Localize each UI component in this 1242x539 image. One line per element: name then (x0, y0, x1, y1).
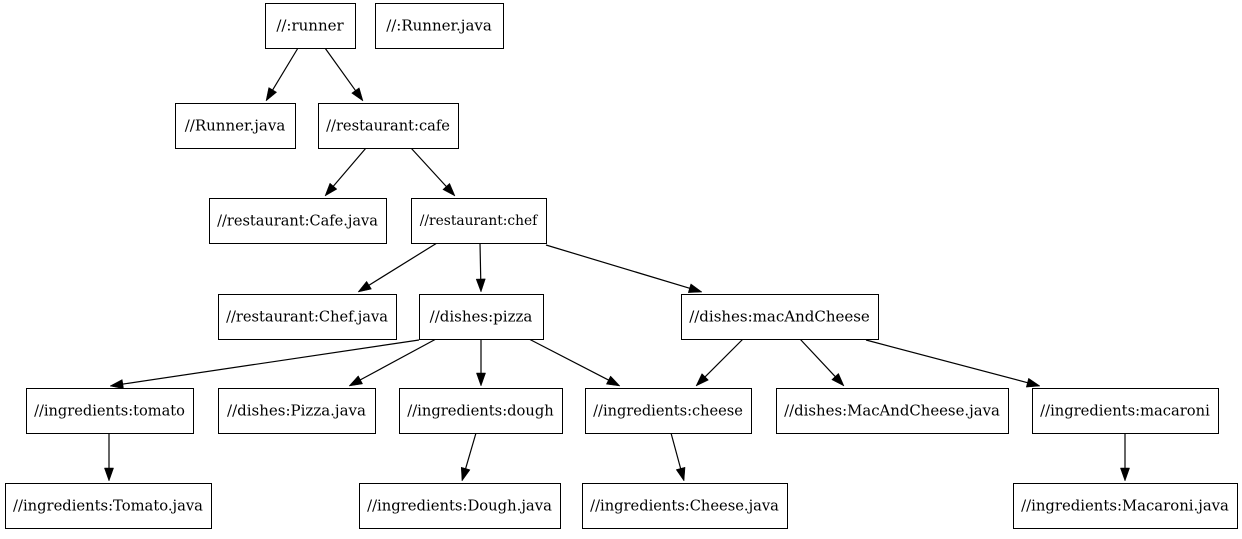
node-label: //restaurant:Cafe.java (217, 214, 378, 230)
graph-node[interactable]: //dishes:Pizza.java (218, 388, 376, 434)
node-label: //dishes:Pizza.java (227, 402, 366, 420)
graph-node[interactable]: //ingredients:macaroni (1032, 388, 1219, 434)
graph-edge (545, 244, 703, 293)
graph-node[interactable]: //ingredients:cheese (585, 388, 752, 434)
graph-edge (357, 242, 438, 293)
graph-node[interactable]: //restaurant:Cafe.java (209, 198, 387, 244)
graph-edge (695, 338, 744, 387)
node-label: //dishes:MacAndCheese.java (784, 402, 1000, 420)
graph-node[interactable]: //restaurant:Chef.java (218, 294, 397, 340)
graph-edge (475, 242, 486, 293)
graph-edge (799, 338, 845, 387)
node-label: //ingredients:dough (407, 403, 554, 420)
node-label: //ingredients:Macaroni.java (1021, 497, 1229, 515)
graph-node[interactable]: //dishes:MacAndCheese.java (776, 388, 1009, 434)
graph-edge (410, 147, 456, 197)
graph-node[interactable]: //ingredients:tomato (26, 388, 194, 434)
graph-node[interactable]: //ingredients:Cheese.java (582, 483, 788, 529)
graph-node[interactable]: //restaurant:chef (411, 198, 547, 244)
graph-edge (265, 47, 299, 102)
graph-edge (348, 338, 437, 387)
graph-edge (528, 338, 621, 387)
graph-edge (324, 47, 364, 102)
edges-layer (104, 47, 1130, 482)
graph-node[interactable]: //:Runner.java (375, 3, 504, 49)
node-label: //ingredients:cheese (593, 403, 743, 420)
graph-edge (1120, 433, 1130, 482)
node-label: //:runner (276, 17, 344, 35)
node-label: //ingredients:Cheese.java (590, 498, 779, 515)
node-label: //restaurant:Chef.java (226, 309, 388, 326)
graph-node[interactable]: //ingredients:dough (399, 388, 563, 434)
graph-node[interactable]: //restaurant:cafe (318, 103, 459, 149)
graph-node[interactable]: //Runner.java (175, 103, 296, 149)
graph-node[interactable]: //ingredients:Dough.java (359, 483, 561, 529)
graph-node[interactable]: //:runner (265, 3, 356, 49)
graph-node[interactable]: //dishes:pizza (419, 294, 544, 340)
node-label: //dishes:pizza (430, 308, 533, 326)
graph-edge (670, 432, 686, 482)
graph-edge (865, 339, 1041, 388)
graph-edge (104, 433, 114, 482)
node-label: //ingredients:tomato (34, 403, 185, 420)
graph-node[interactable]: //dishes:macAndCheese (681, 294, 879, 340)
node-label: //ingredients:macaroni (1040, 403, 1210, 420)
graph-node[interactable]: //ingredients:Macaroni.java (1013, 483, 1238, 529)
graph-edge (324, 147, 367, 197)
node-label: //:Runner.java (386, 17, 492, 35)
graph-edge (109, 339, 420, 389)
node-label: //restaurant:chef (420, 213, 538, 229)
graph-node[interactable]: //ingredients:Tomato.java (5, 483, 212, 529)
node-label: //restaurant:cafe (326, 118, 450, 135)
node-label: //dishes:macAndCheese (689, 308, 870, 326)
node-label: //ingredients:Tomato.java (13, 498, 203, 515)
node-label: //Runner.java (185, 117, 286, 135)
graph-edge (476, 339, 486, 387)
graph-edge (460, 432, 477, 482)
nodes-layer: //:runner //:Runner.java //Runner.java //re… (5, 3, 1238, 529)
node-label: //ingredients:Dough.java (367, 498, 552, 515)
